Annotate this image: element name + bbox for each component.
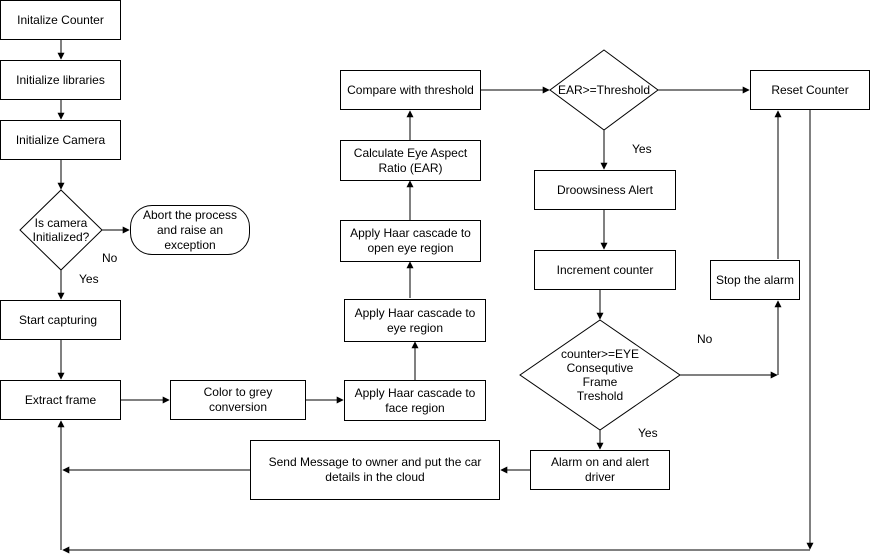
start-capturing-node: Start capturing [0,300,121,340]
calculate-ear-node: Calculate Eye Aspect Ratio (EAR) [340,140,481,181]
counter-threshold-decision: counter>=EYE Consequtive Frame Treshold [560,347,640,403]
stop-alarm-node: Stop the alarm [710,260,800,300]
haar-face-node: Apply Haar cascade to face region [344,380,486,421]
drowsiness-alert-node: Droowsiness Alert [534,170,676,210]
color-to-grey-node: Color to grey conversion [170,380,306,420]
initialize-counter-node: Initalize Counter [0,0,121,40]
initialize-camera-node: Initialize Camera [0,120,121,160]
ear-yes-label: Yes [632,142,652,156]
counter-yes-label: Yes [638,426,658,440]
camera-initialized-decision: Is camera Initialized? [32,216,90,244]
initialize-libraries-node: Initialize libraries [0,60,121,100]
compare-threshold-node: Compare with threshold [340,70,481,110]
camera-yes-label: Yes [79,272,99,286]
reset-counter-node: Reset Counter [750,70,870,110]
alarm-on-node: Alarm on and alert driver [530,450,670,490]
counter-no-label: No [697,332,713,346]
haar-open-eye-node: Apply Haar cascade to open eye region [340,220,481,262]
haar-eye-node: Apply Haar cascade to eye region [344,299,486,342]
camera-no-label: No [102,251,118,265]
ear-threshold-decision: EAR>=Threshold [557,83,651,97]
send-message-node: Send Message to owner and put the car de… [250,440,500,500]
extract-frame-node: Extract frame [0,380,121,420]
increment-counter-node: Increment counter [534,250,676,290]
abort-process-node: Abort the process and raise an exception [130,205,250,255]
